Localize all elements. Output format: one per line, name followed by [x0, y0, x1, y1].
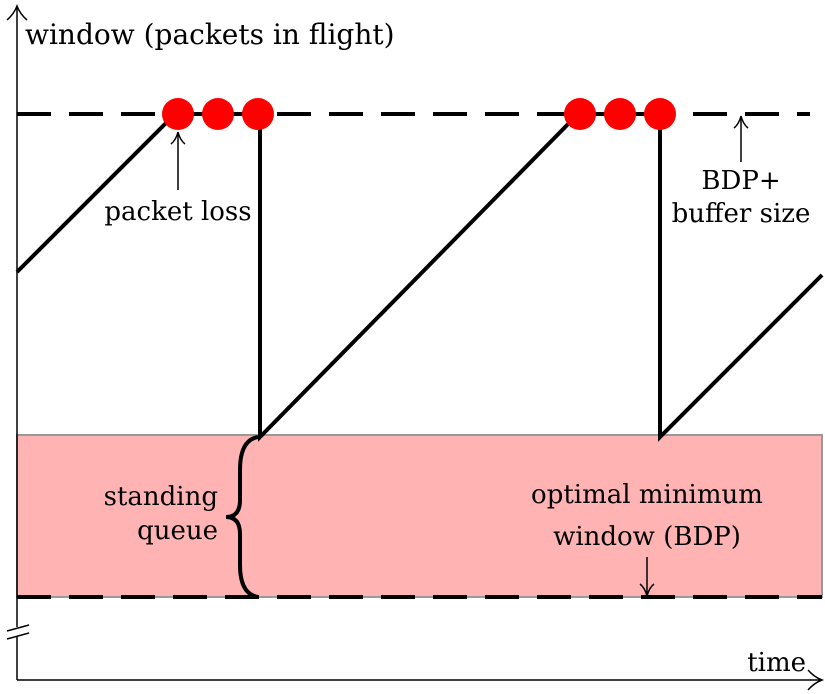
bdp-buffer-label-line1: BDP+ [701, 166, 780, 196]
loss-dot [242, 98, 274, 130]
standing-queue-label-line2: queue [137, 516, 218, 546]
bdp-buffer-arrow-icon [733, 115, 749, 129]
loss-dot [564, 98, 596, 130]
optimal-window-label-line1: optimal minimum [531, 480, 763, 510]
bdp-buffer-label-line2: buffer size [672, 199, 811, 229]
optimal-window-arrow-icon [639, 583, 655, 597]
y-axis-arrow-icon [6, 3, 28, 21]
bdp-region [16, 434, 823, 598]
x-axis-arrow-icon [807, 669, 825, 691]
y-axis-label: window (packets in flight) [25, 18, 395, 51]
axis-break-mark-bottom [6, 632, 30, 640]
packet-loss-label: packet loss [104, 197, 251, 227]
standing-queue-label-line1: standing [104, 482, 218, 512]
loss-dot [604, 98, 636, 130]
loss-dot [644, 98, 676, 130]
packet-loss-arrow-icon [170, 131, 186, 145]
loss-dot [202, 98, 234, 130]
window-sawtooth-line [15, 112, 824, 442]
axis-break-mark-top [6, 624, 30, 632]
standing-queue-brace [225, 435, 259, 599]
optimal-window-label-line2: window (BDP) [553, 522, 741, 552]
x-axis-label: time [747, 648, 806, 678]
loss-dot [162, 98, 194, 130]
